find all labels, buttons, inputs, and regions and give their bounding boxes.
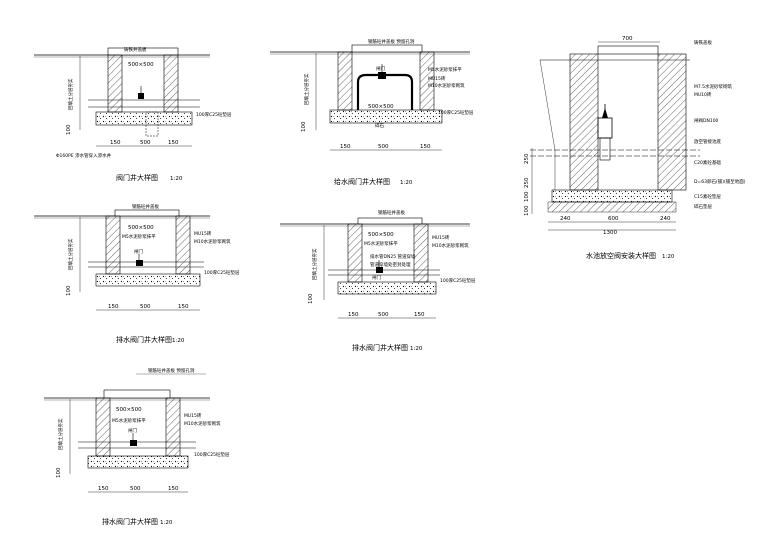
drain-3-base-note: 100厚C25砼垫层 (194, 451, 230, 458)
drain-2-scale: 1:20 (410, 346, 423, 352)
drain-1-m5-note: M5水泥砂浆抹平 (122, 233, 156, 240)
drain-1-mu15-note: MU15砖 (194, 230, 212, 237)
drain-3-m5-note: M5水泥砂浆抹平 (112, 417, 146, 424)
valve-well-1-pipe-note: Φ160PE 渗水管穿入渗水井 (56, 152, 112, 159)
drain-2-vertical-note: 回填土分层夯实 (311, 248, 318, 280)
valve-well-1-dim-c: 150 (168, 140, 179, 146)
valve-well-1-cover-note: 铸铁井盖板 (124, 46, 147, 53)
drain-1-vertical-note: 回填土分层夯实 (67, 238, 74, 270)
water-supply-dim-c: 150 (420, 144, 431, 150)
water-supply-size-label: 500×500 (368, 104, 394, 110)
drain-3-title: 排水阀门井大样图 (102, 517, 158, 526)
valve-well-1-dim-a: 150 (110, 140, 121, 146)
valve-well-1-base-note: 100厚C25砼垫层 (196, 111, 232, 118)
drain-valve-well-1-drawing: 钢筋砼井盖板 500×500 M5水泥砂浆抹平 MU15砖 M10水泥砂浆砌筑 … (34, 203, 240, 344)
drain-1-dim-b: 500 (140, 304, 151, 310)
drain-1-left-dim: 100 (66, 285, 72, 296)
water-supply-mu15-note: MU15砖 (428, 75, 446, 82)
water-supply-vertical-note: 回填土分层夯实 (303, 73, 310, 105)
drain-2-pipe-note-2: 管道穿墙处密封处理 (370, 261, 411, 268)
pool-cover-note: 铸铁盖板 (694, 39, 712, 46)
drain-2-base-note: 100厚C25砼垫层 (440, 277, 476, 284)
pool-mu10-note: MU10砖 (694, 91, 712, 98)
drain-1-title: 排水阀门井大样图 (116, 335, 172, 344)
pool-bottom-dim-b: 600 (608, 216, 619, 222)
drain-2-m5-note: M5水泥砂浆抹平 (364, 240, 398, 247)
water-supply-cover-note: 钢筋砼井盖板 预留孔洞 (368, 38, 415, 45)
drain-2-valve-label: 闸门 (372, 274, 381, 281)
drain-1-dim-a: 150 (108, 304, 119, 310)
water-supply-m10-note: M10水泥砂浆砌筑 (428, 82, 465, 89)
drain-2-title: 排水阀门井大样图 (352, 343, 408, 352)
drain-2-dim-b: 500 (378, 312, 389, 318)
water-supply-gravel-label: 碎石 (375, 122, 384, 129)
valve-well-1-vertical-note: 回填土分层夯实 (67, 78, 74, 110)
water-supply-base-note: 100厚C25砼垫层 (438, 109, 474, 116)
drain-1-m10-note: M10水泥砂浆砌筑 (194, 238, 231, 245)
valve-well-1-left-dim: 100 (66, 124, 72, 135)
drain-1-scale: 1:20 (172, 338, 185, 344)
water-supply-valve-label: 闸门 (376, 65, 385, 72)
valve-well-1-drawing: 500×500 铸铁井盖板 100厚C25砼垫层 Φ160PE 渗水管穿入渗水井… (34, 46, 232, 182)
pool-title: 水池放空阀安装大样图 (586, 251, 656, 260)
pool-gravel-note: D=63卵石(铺)(铺至地面) (694, 178, 746, 185)
pool-m75-note: M7.5水泥砂浆砌筑 (694, 83, 733, 90)
drain-3-mu15-note: MU15砖 (184, 412, 202, 419)
drain-3-cover-note: 钢筋砼井盖板 预留孔洞 (148, 367, 195, 374)
water-supply-scale: 1:20 (400, 180, 413, 186)
drain-3-dim-b: 500 (130, 486, 141, 492)
drain-2-left-dim: 100 (308, 293, 314, 304)
water-supply-dim-b: 500 (378, 144, 389, 150)
drain-3-scale: 1:20 (160, 520, 173, 526)
pool-dim-4: 100 (524, 205, 530, 216)
water-supply-dim-a: 150 (340, 144, 351, 150)
pool-c20-note: C20素砼基础 (694, 159, 721, 166)
drain-3-size-label: 500×500 (116, 407, 142, 413)
drain-2-cover-note: 钢筋砼井盖板 (378, 209, 405, 216)
pool-scale: 1:20 (662, 254, 675, 260)
pool-pipe-note: 放空管接池底 (694, 138, 721, 145)
pool-bottom-dim-c: 240 (660, 216, 671, 222)
drain-3-dim-a: 150 (98, 486, 109, 492)
drain-2-dim-a: 150 (348, 312, 359, 318)
water-supply-title: 给水阀门井大样图 (334, 177, 390, 186)
valve-well-1-scale: 1:20 (170, 176, 183, 182)
pool-bottom-dim-a: 240 (560, 216, 571, 222)
drain-3-dim-c: 150 (168, 486, 179, 492)
water-supply-left-dim: 100 (301, 121, 307, 132)
drain-1-size-label: 500×500 (128, 225, 154, 231)
pool-dim-1: 250 (524, 153, 530, 164)
drain-1-valve-label: 闸门 (134, 248, 143, 255)
drain-3-vertical-note: 回填土分层夯实 (57, 418, 64, 450)
pool-drain-install-drawing: 700 铸铁盖板 M7.5水泥砂浆砌筑 MU10砖 闸阀DN100 放空管接池底… (524, 36, 746, 260)
drain-1-cover-note: 钢筋砼井盖板 (132, 203, 159, 210)
valve-well-1-dim-b: 500 (140, 140, 151, 146)
water-supply-valve-well-drawing: 钢筋砼井盖板 预留孔洞 M5水泥砂浆抹平 MU15砖 M10水泥砂浆砌筑 闸门 … (270, 38, 474, 186)
pool-crushed-note: 碎石垫层 (694, 203, 712, 210)
pool-dim-3: 100 (524, 191, 530, 202)
drain-2-mu15-note: MU15砖 (432, 234, 450, 241)
valve-well-1-title: 阀门井大样图 (116, 173, 158, 182)
drain-1-base-note: 100厚C25砼垫层 (204, 269, 240, 276)
drain-3-left-dim: 100 (56, 467, 62, 478)
drain-valve-well-2-drawing: 钢筋砼井盖板 500×500 M5水泥砂浆抹平 MU15砖 M10水泥砂浆砌筑 … (280, 209, 476, 352)
drain-2-pipe-note-1: 排水管DN25 管道穿墙 (370, 253, 416, 260)
drain-2-m10-note: M10水泥砂浆砌筑 (432, 242, 469, 249)
pool-dim-2: 250 (524, 177, 530, 188)
pool-top-dim: 700 (622, 36, 633, 42)
pool-total-dim: 1300 (603, 230, 617, 236)
drain-2-dim-c: 150 (414, 312, 425, 318)
water-supply-m5-note: M5水泥砂浆抹平 (428, 66, 462, 73)
drain-valve-well-3-drawing: 钢筋砼井盖板 预留孔洞 500×500 M5水泥砂浆抹平 MU15砖 M10水泥… (44, 367, 230, 526)
pool-valve-note: 闸阀DN100 (694, 117, 719, 124)
pool-c15-note: C15素砼垫层 (694, 193, 721, 200)
drain-3-m10-note: M10水泥砂浆砌筑 (184, 420, 221, 427)
drain-1-dim-c: 150 (178, 304, 189, 310)
drain-3-valve-label: 闸门 (128, 427, 137, 434)
drain-2-size-label: 500×500 (368, 232, 394, 238)
valve-well-1-size-label: 500×500 (128, 62, 154, 68)
